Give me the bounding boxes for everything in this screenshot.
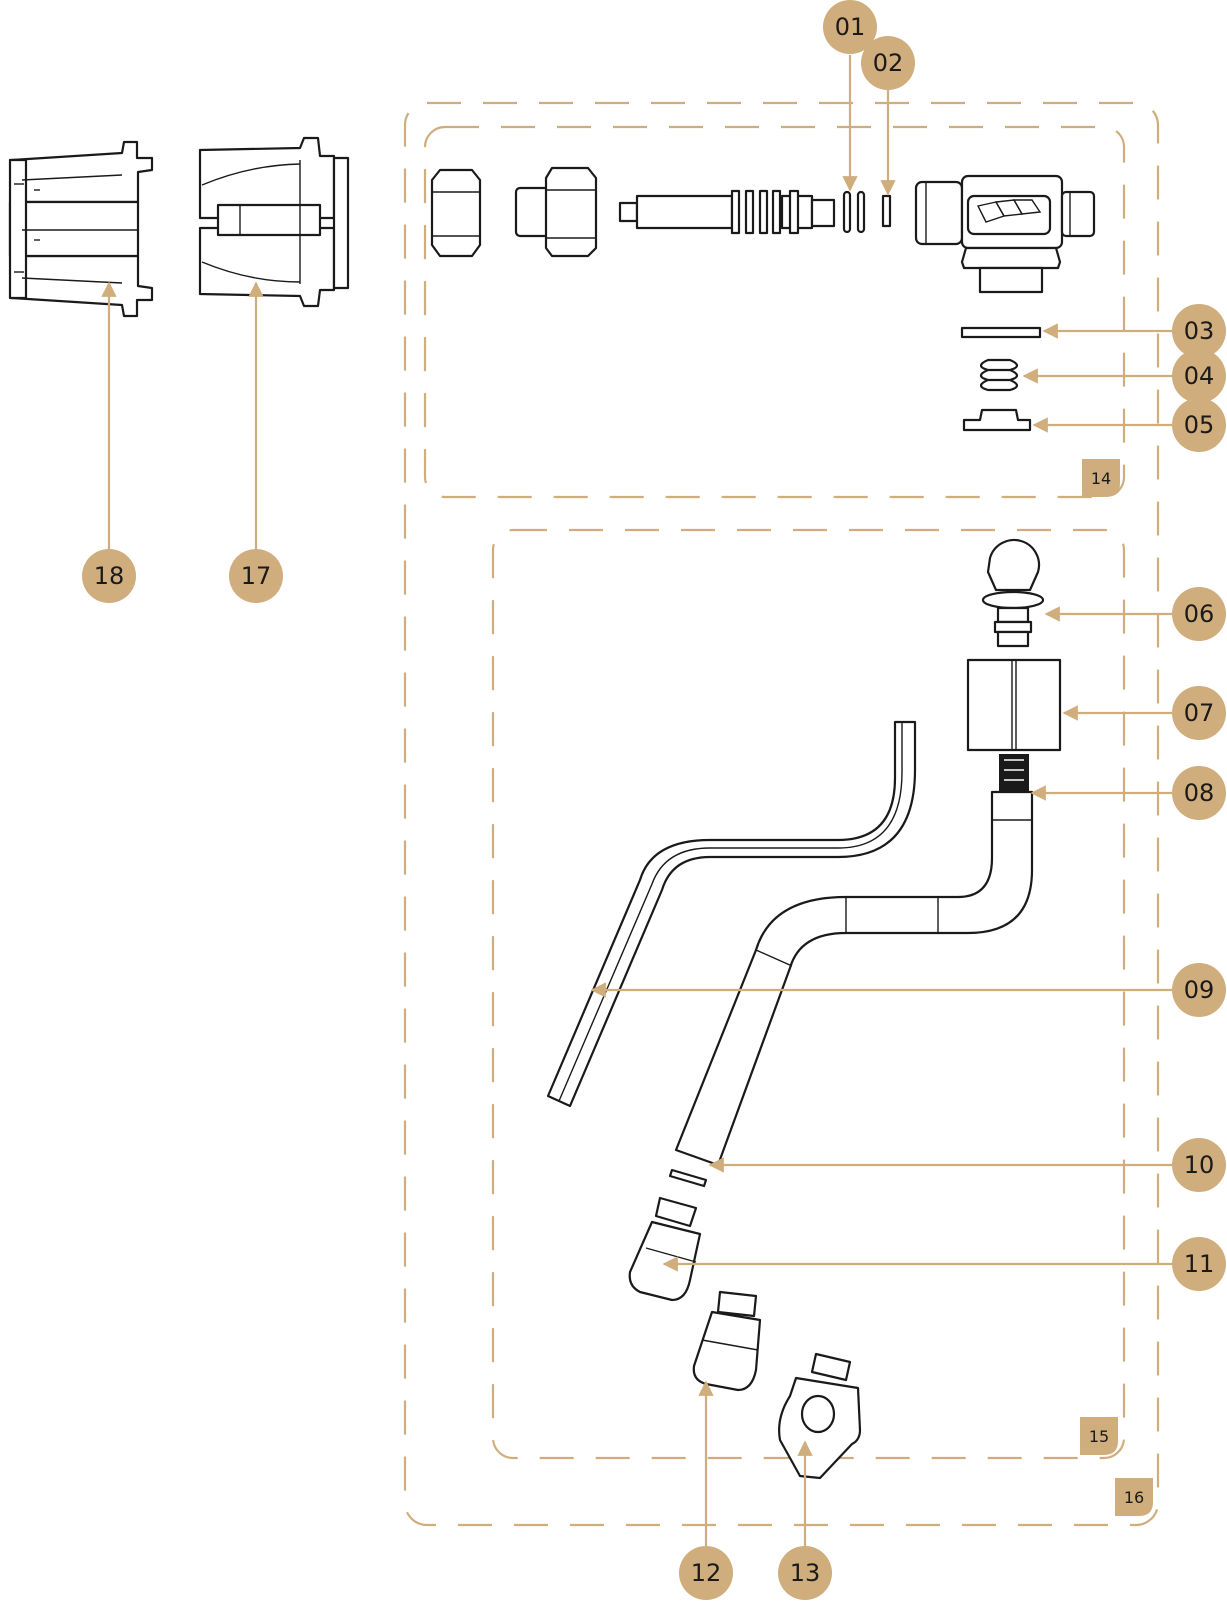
callout-10-circle [1172,1138,1226,1192]
callout-02: 02 [861,36,915,90]
callout-06-circle [1172,587,1226,641]
group-tag-16-shape [1115,1478,1153,1516]
callout-05-circle [1172,398,1226,452]
callout-17: 17 [229,549,283,603]
callout-05: 05 [1172,398,1226,452]
callout-04-circle [1172,349,1226,403]
part-valve-body [914,174,1096,294]
leader-lines [101,55,1172,1548]
group-tag-16-label: 16 [1124,1488,1144,1507]
group-15-border [491,528,1126,1460]
part-valve-stem [618,189,836,235]
part-08-threaded-insert [999,754,1029,791]
group-tag-15-shape [1080,1417,1118,1455]
callout-17-label: 17 [241,562,272,590]
callout-04: 04 [1172,349,1226,403]
callout-03: 03 [1172,304,1226,358]
part-09-bent-tubes [546,720,1034,1167]
group-tag-15: 15 [1080,1417,1118,1455]
part-10-o-ring [668,1168,708,1188]
group-tag-16: 16 [1115,1478,1153,1516]
callout-09: 09 [1172,963,1226,1017]
part-01-o-rings [842,190,866,234]
callout-09-label: 09 [1184,976,1215,1004]
callout-04-label: 04 [1184,362,1215,390]
part-06-ball-stud [981,538,1045,648]
callout-08-circle [1172,766,1226,820]
callout-01-circle [823,0,877,54]
callout-10: 10 [1172,1138,1226,1192]
part-hex-nut [430,168,482,258]
group-16-border [403,101,1160,1527]
callout-09-circle [1172,963,1226,1017]
callout-02-label: 02 [873,49,904,77]
callout-11: 11 [1172,1237,1226,1291]
callout-08: 08 [1172,766,1226,820]
callout-10-label: 10 [1184,1151,1215,1179]
callout-18: 18 [82,549,136,603]
callout-18-label: 18 [94,562,125,590]
callout-03-label: 03 [1184,317,1215,345]
part-13-clip [778,1352,862,1480]
callout-18-circle [82,549,136,603]
callout-07-circle [1172,686,1226,740]
callout-11-circle [1172,1237,1226,1291]
callout-12-circle [679,1546,733,1600]
callout-11-label: 11 [1184,1250,1215,1278]
group-tag-14: 14 [1082,459,1120,497]
callout-02-circle [861,36,915,90]
callout-07-label: 07 [1184,699,1215,727]
group-tag-14-label: 14 [1091,469,1111,488]
callout-12: 12 [679,1546,733,1600]
callout-08-label: 08 [1184,779,1215,807]
part-02-seal [881,194,892,228]
part-03-washer [960,326,1042,339]
part-hex-fitting [514,166,598,258]
group-tag-14-shape [1082,459,1120,497]
part-12-nozzle [692,1290,762,1392]
callout-06: 06 [1172,587,1226,641]
callout-12-label: 12 [691,1559,722,1587]
group-tag-15-label: 15 [1089,1427,1109,1446]
part-17-plug-body [198,136,350,308]
callout-13: 13 [778,1546,832,1600]
callout-13-label: 13 [790,1559,821,1587]
part-04-spring [979,358,1019,392]
part-07-hex-coupler [966,658,1062,752]
callout-01: 01 [823,0,877,54]
part-11-nozzle [628,1196,702,1302]
callout-05-label: 05 [1184,411,1215,439]
group-14-border [423,125,1126,499]
callout-07: 07 [1172,686,1226,740]
part-05-cap [962,408,1032,432]
callout-06-label: 06 [1184,600,1215,628]
part-18-connector-housing [8,140,154,318]
callout-17-circle [229,549,283,603]
callout-03-circle [1172,304,1226,358]
callout-13-circle [778,1546,832,1600]
callout-01-label: 01 [835,13,866,41]
